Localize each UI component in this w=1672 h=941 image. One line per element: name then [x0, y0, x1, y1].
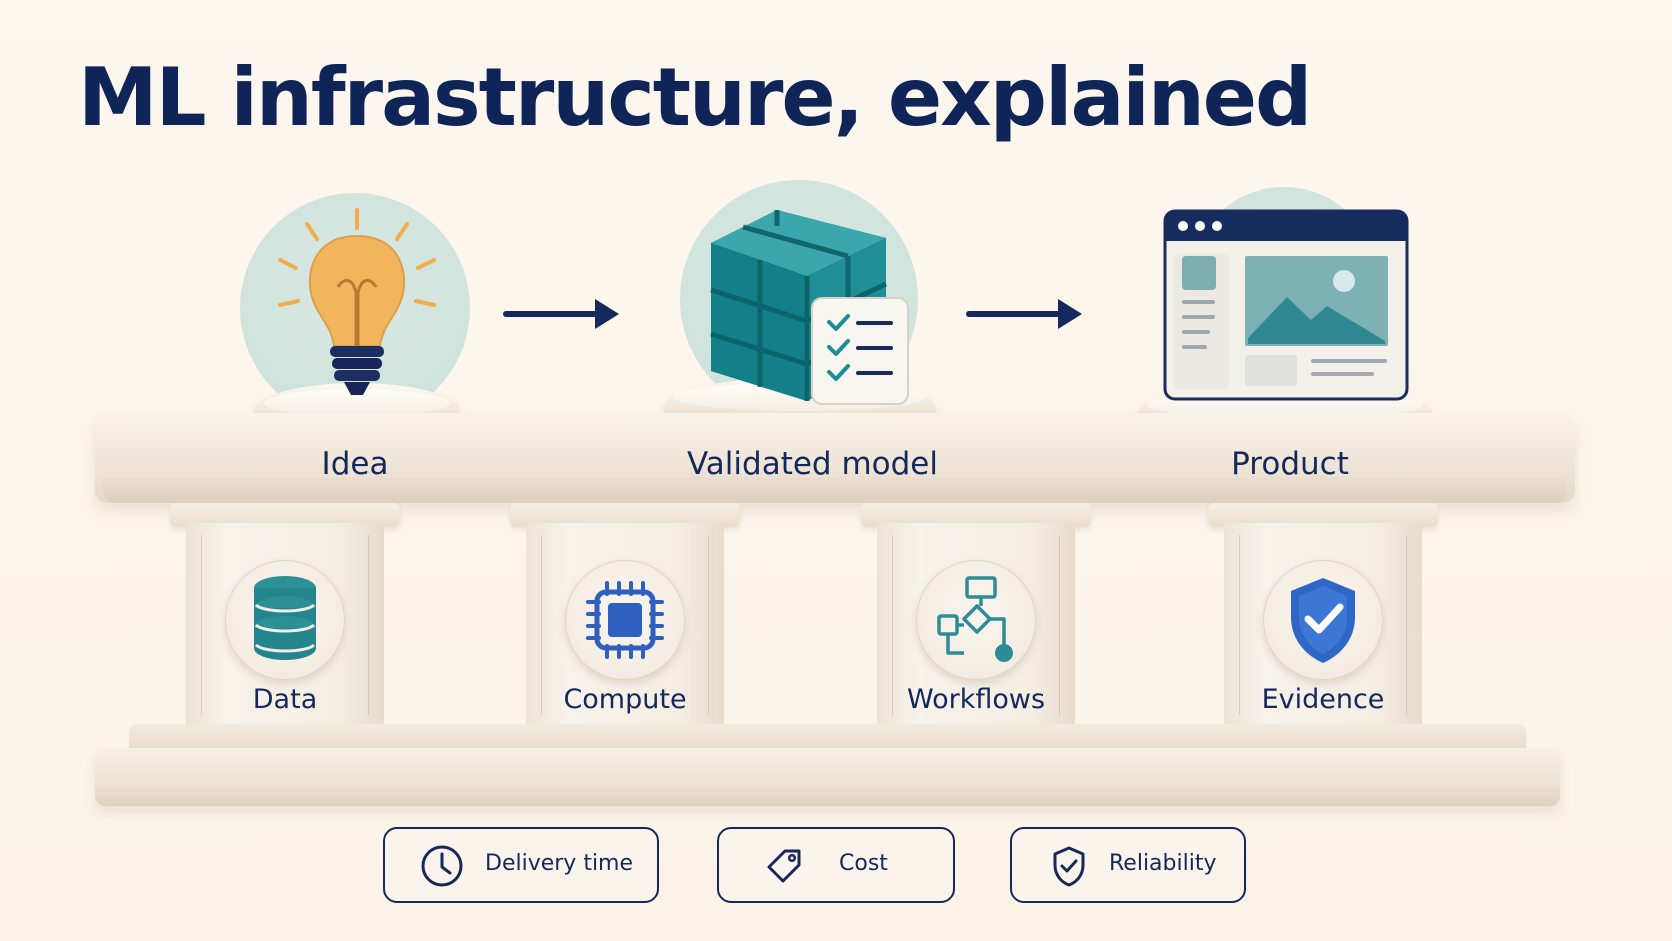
- cost-pill: Cost: [717, 827, 955, 903]
- pillar-data: Data: [170, 503, 400, 750]
- lightbulb-icon: [262, 208, 452, 405]
- shield-medallion: [1263, 560, 1383, 680]
- model-svg: [710, 210, 909, 405]
- page-title: ML infrastructure, explained: [78, 51, 1312, 144]
- application-window-icon: [1163, 209, 1409, 401]
- price-tag-icon: [767, 849, 801, 883]
- metric-label-cost: Cost: [839, 851, 888, 876]
- shield-check-icon: [1291, 578, 1355, 663]
- pillar-evidence: Evidence: [1208, 503, 1438, 750]
- database-icon: [254, 576, 316, 660]
- product-window-svg: [1163, 209, 1409, 401]
- database-medallion: [225, 560, 345, 680]
- chip-medallion: [565, 560, 685, 680]
- flow-label-product: Product: [1231, 446, 1349, 482]
- delivery-time-pill: Delivery time: [383, 827, 659, 903]
- reliability-pill: Reliability: [1010, 827, 1246, 903]
- shield-check-outline-icon: [1053, 846, 1085, 887]
- flow-arrow-1: [503, 299, 619, 329]
- platform-base: [95, 724, 1560, 806]
- lightbulb-svg: [278, 208, 436, 395]
- workflow-icon: [937, 576, 1013, 662]
- pillar-label-data: Data: [252, 684, 318, 715]
- workflow-medallion: [916, 560, 1036, 680]
- flow-label-idea: Idea: [321, 446, 389, 482]
- flow-arrow-2: [966, 299, 1082, 329]
- clock-icon: [421, 845, 463, 887]
- pillar-compute: Compute: [510, 503, 740, 750]
- flow-label-validated-model: Validated model: [687, 446, 938, 482]
- metric-label-delivery-time: Delivery time: [485, 851, 634, 876]
- pillar-label-workflows: Workflows: [906, 684, 1046, 715]
- pillar-label-compute: Compute: [563, 684, 687, 715]
- pillar-workflows: Workflows: [861, 503, 1091, 750]
- model-cube-checklist-icon: [703, 198, 913, 408]
- platform-beam: [95, 413, 1575, 503]
- metric-label-reliability: Reliability: [1109, 851, 1217, 876]
- pillar-label-evidence: Evidence: [1261, 684, 1385, 715]
- chip-icon: [586, 581, 664, 659]
